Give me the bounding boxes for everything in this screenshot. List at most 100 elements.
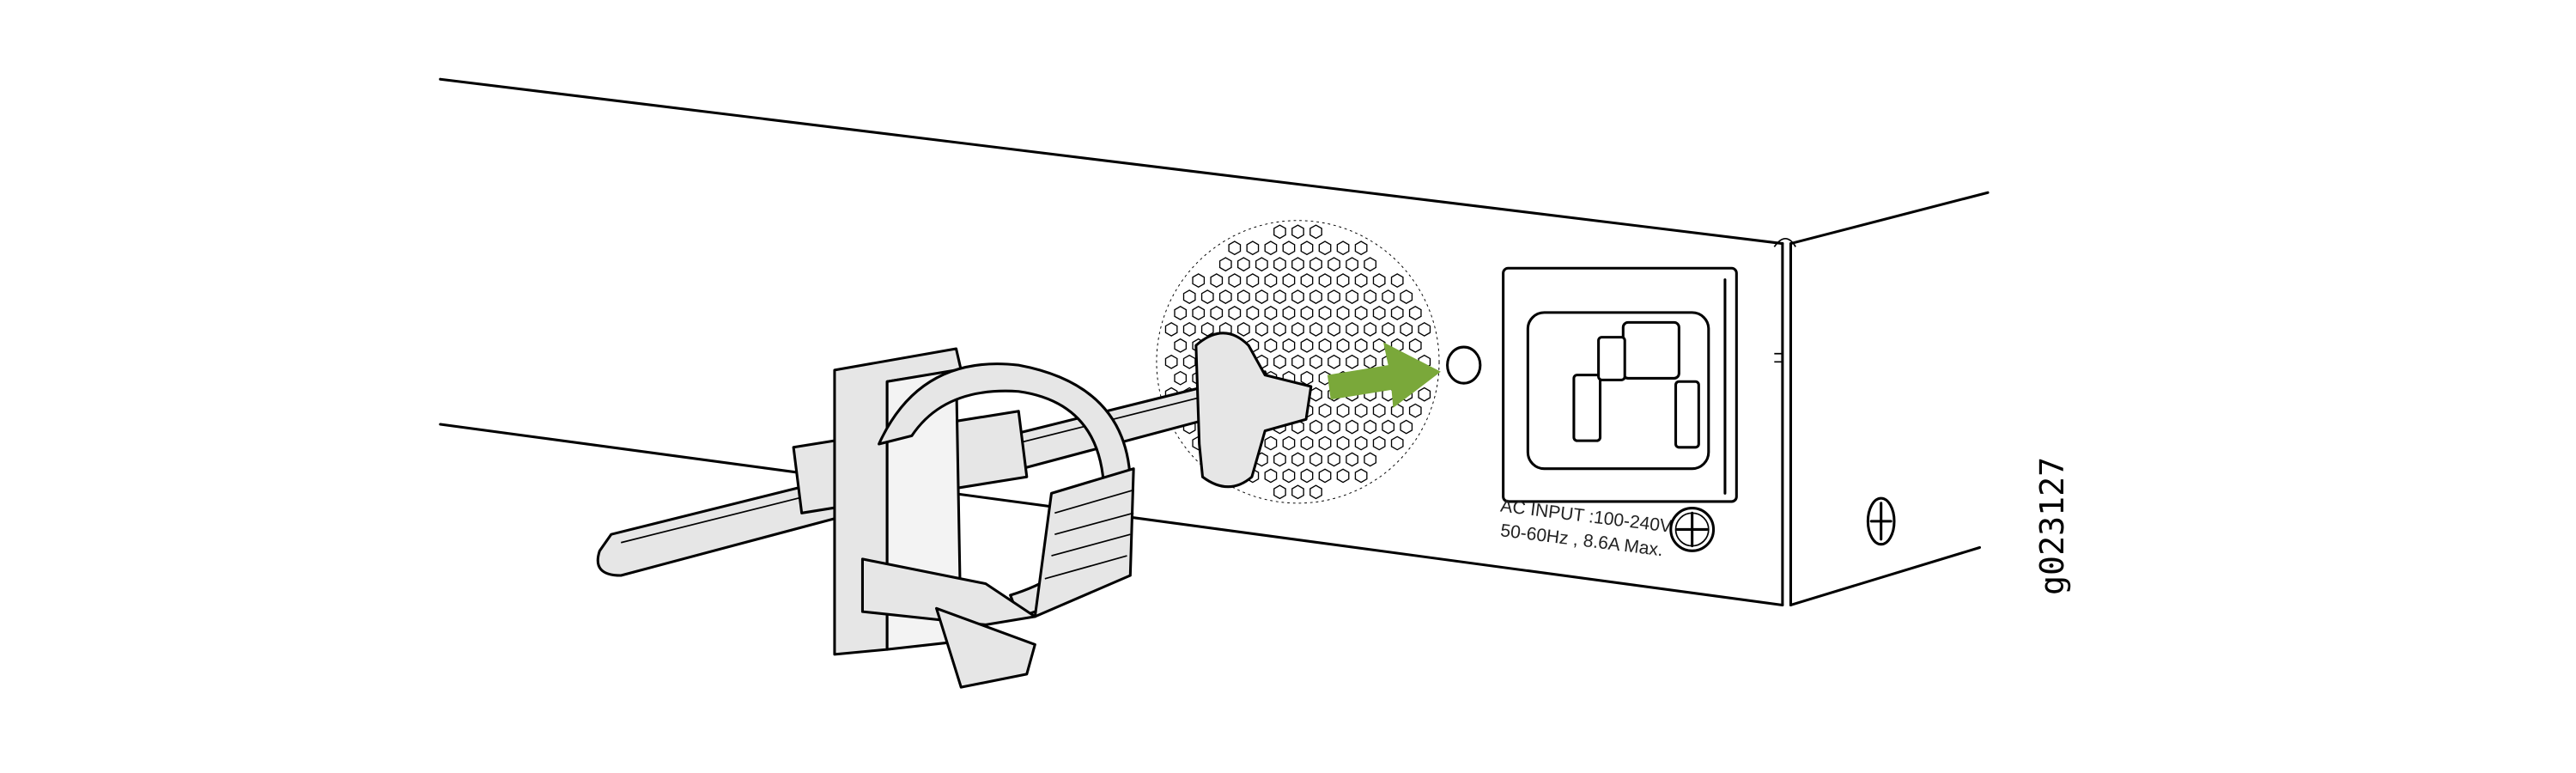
vent-hole [1246,273,1260,289]
figure-id: g023127 [2033,457,2072,595]
vent-hole [1354,240,1368,256]
vent-hole [1282,306,1296,320]
vent-hole [1236,321,1250,337]
vent-hole [1300,338,1314,353]
vent-hole [1282,338,1296,353]
vent-hole [1354,273,1368,289]
vent-hole [1327,289,1340,304]
vent-hole [1228,273,1242,289]
vent-hole [1346,419,1358,435]
vent-hole [1309,386,1322,402]
vent-hole [1327,354,1340,369]
device-chassis [439,77,1990,606]
vent-hole [1182,289,1196,304]
vent-hole [1300,273,1314,289]
vent-hole [1300,468,1314,484]
vent-hole [1164,354,1178,369]
vent-hole [1364,321,1377,337]
vent-hole [1400,321,1413,337]
vent-hole [1336,435,1350,451]
vent-hole [1336,338,1350,353]
screw-icon [1669,507,1716,552]
vent-hole [1408,306,1422,320]
vent-hole [1291,257,1304,272]
vent-hole [1372,403,1386,418]
power-inlet [1502,266,1738,503]
vent-hole [1282,468,1296,484]
vent-hole [1291,289,1304,304]
insert-direction-arrow-icon [1327,342,1441,408]
vent-hole [1309,484,1322,500]
vent-hole [1291,224,1304,240]
vent-hole [1300,306,1314,320]
vent-hole [1390,273,1404,289]
vent-hole [1264,435,1278,451]
vent-hole [1354,468,1368,484]
vent-hole [1246,240,1260,256]
vent-hole [1174,306,1188,320]
vent-hole [1182,321,1196,337]
vent-hole [1336,240,1350,256]
vent-hole [1372,273,1386,289]
vent-hole [1382,321,1395,337]
vent-hole [1255,289,1268,304]
vent-hole [1228,240,1242,256]
vent-hole [1354,403,1368,418]
vent-hole [1273,452,1286,467]
vent-hole [1354,338,1368,353]
vent-hole [1192,306,1206,320]
vent-hole [1372,435,1386,451]
vent-hole [1372,306,1386,320]
vent-hole [1318,403,1332,418]
vent-hole [1174,370,1188,386]
vent-hole [1354,306,1368,320]
vent-hole [1236,289,1250,304]
vent-hole [1372,338,1386,353]
vent-hole [1282,240,1296,256]
vent-hole [1236,257,1250,272]
vent-hole [1309,419,1322,435]
screw-icon [1866,496,1896,546]
vent-hole [1364,419,1377,435]
vent-hole [1408,338,1422,353]
vent-hole [1327,419,1340,435]
vent-hole [1346,257,1358,272]
power-cord-retainer [596,332,1313,689]
vent-hole [1408,403,1422,418]
vent-hole [1336,273,1350,289]
vent-hole [1200,289,1214,304]
vent-hole [1291,354,1304,369]
vent-hole [1200,321,1214,337]
vent-hole [1336,468,1350,484]
vent-hole [1382,289,1395,304]
vent-hole [1182,354,1196,369]
vent-hole [1327,321,1340,337]
vent-hole [1192,273,1206,289]
vent-hole [1255,321,1268,337]
vent-hole [1318,273,1332,289]
vent-hole [1418,386,1431,402]
indicator-hole [1446,345,1482,385]
vent-hole [1309,354,1322,369]
vent-hole [1346,452,1358,467]
vent-hole [1346,321,1358,337]
vent-hole [1218,257,1232,272]
vent-hole [1318,468,1332,484]
vent-hole [1264,468,1278,484]
vent-hole [1400,419,1413,435]
vent-hole [1318,338,1332,353]
vent-hole [1273,354,1286,369]
vent-hole [1336,403,1350,418]
vent-hole [1273,484,1286,500]
vent-hole [1327,452,1340,467]
vent-hole [1210,306,1224,320]
vent-hole [1390,306,1404,320]
vent-hole [1318,240,1332,256]
vent-hole [1346,354,1358,369]
vent-hole [1418,321,1431,337]
vent-hole [1346,289,1358,304]
vent-hole [1273,321,1286,337]
vent-hole [1210,273,1224,289]
vent-hole [1264,240,1278,256]
